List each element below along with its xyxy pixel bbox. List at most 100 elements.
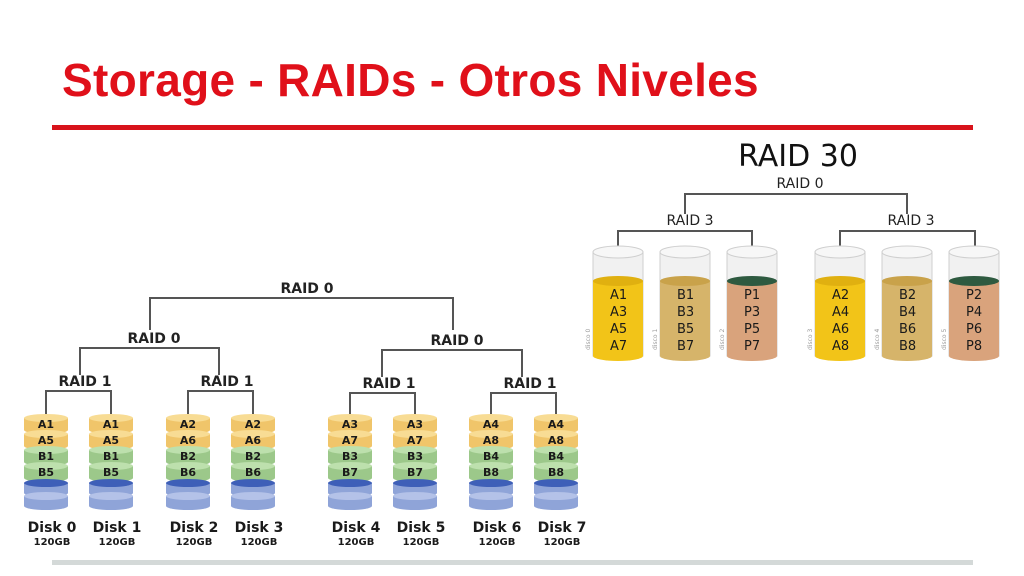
platter-top xyxy=(469,462,513,470)
disk-fill-top xyxy=(727,276,777,286)
empty-platter-top xyxy=(166,479,210,487)
block-label: B1 xyxy=(103,450,119,463)
block-label: B8 xyxy=(548,466,564,479)
disk-top xyxy=(881,245,933,259)
disk-size: 120GB xyxy=(544,537,581,548)
disk-fill-top xyxy=(593,276,643,286)
block-label: B3 xyxy=(407,450,423,463)
disk-name: Disk 6 xyxy=(473,520,522,536)
platter-top xyxy=(24,414,68,422)
block-label: A8 xyxy=(483,434,499,447)
raid100-top-label: RAID 0 xyxy=(280,281,333,297)
block-label: A5 xyxy=(610,322,627,337)
block-label: P4 xyxy=(966,305,982,320)
block-label: A4 xyxy=(548,418,565,431)
empty-platter xyxy=(24,496,68,506)
block-label: A1 xyxy=(610,288,627,303)
platter-top xyxy=(231,430,275,438)
block-label: B1 xyxy=(38,450,54,463)
block-label: P7 xyxy=(744,339,760,354)
empty-platter xyxy=(24,483,68,493)
disk-size: 120GB xyxy=(241,537,278,548)
raid100-connector-pair-3 xyxy=(349,392,416,414)
block-label: B4 xyxy=(548,450,564,463)
raid30-diagram: RAID 30 RAID 0 RAID 3 RAID 3 A1A3A5A7dis… xyxy=(585,139,1000,361)
platter-top xyxy=(469,430,513,438)
block-label: B8 xyxy=(483,466,499,479)
disk-top xyxy=(726,245,778,259)
platter-top xyxy=(393,446,437,454)
empty-platter xyxy=(166,483,210,493)
raid100-diagram: RAID 0 RAID 0 RAID 0 RAID 1 RAID 1 RAID … xyxy=(24,281,586,548)
disk-name: Disk 4 xyxy=(332,520,381,536)
disk-top xyxy=(592,245,644,259)
empty-platter xyxy=(231,483,275,493)
disk-size: 120GB xyxy=(99,537,136,548)
raid30-heading: RAID 30 xyxy=(738,139,858,174)
block-label: B2 xyxy=(899,288,916,303)
block-label: A3 xyxy=(610,305,627,320)
platter-top xyxy=(469,446,513,454)
platter-top xyxy=(328,462,372,470)
disk-fill xyxy=(815,281,865,356)
raid30-top-label: RAID 0 xyxy=(776,176,823,192)
platter-top xyxy=(231,446,275,454)
empty-platter-top xyxy=(328,492,372,500)
block-label: A5 xyxy=(103,434,119,447)
platter-top xyxy=(89,446,133,454)
empty-platter-bottom xyxy=(231,502,275,510)
empty-platter-top xyxy=(328,479,372,487)
block-label: A1 xyxy=(103,418,119,431)
platter-top xyxy=(231,414,275,422)
block-label: B6 xyxy=(180,466,196,479)
platter-top xyxy=(393,430,437,438)
block-label: B7 xyxy=(342,466,358,479)
disk-size: 120GB xyxy=(34,537,71,548)
disk-fill xyxy=(727,281,777,356)
empty-platter xyxy=(328,496,372,506)
block-label: B5 xyxy=(103,466,119,479)
raid30-connector-group-1 xyxy=(617,230,753,248)
empty-platter xyxy=(231,496,275,506)
block-label: A6 xyxy=(832,322,849,337)
page-title: Storage - RAIDs - Otros Niveles xyxy=(62,54,759,106)
empty-platter-top xyxy=(89,479,133,487)
platter-top xyxy=(24,446,68,454)
raid100-connector-pair-4 xyxy=(490,392,557,414)
block-label: B8 xyxy=(899,339,916,354)
block-label: A2 xyxy=(832,288,849,303)
title-underline xyxy=(52,125,973,130)
disk-bottom xyxy=(949,351,999,361)
empty-platter xyxy=(89,483,133,493)
platter-top xyxy=(393,462,437,470)
block-label: A3 xyxy=(407,418,423,431)
footer-bar xyxy=(52,560,973,565)
block-label: P5 xyxy=(744,322,760,337)
block-label: B7 xyxy=(407,466,423,479)
block-label: B5 xyxy=(677,322,694,337)
platter-top xyxy=(328,430,372,438)
empty-platter-top xyxy=(469,479,513,487)
empty-platter xyxy=(469,483,513,493)
disk-name: Disk 5 xyxy=(397,520,446,536)
disk-size: 120GB xyxy=(176,537,213,548)
raid100-mid-label-1: RAID 0 xyxy=(127,331,180,347)
disk-top xyxy=(659,245,711,259)
platter-top xyxy=(534,414,578,422)
disk-side-label: disco 5 xyxy=(941,329,948,350)
empty-platter-top xyxy=(534,492,578,500)
block-label: A8 xyxy=(548,434,564,447)
block-label: A4 xyxy=(483,418,500,431)
disk-top xyxy=(814,245,866,259)
empty-platter-top xyxy=(24,492,68,500)
disk-fill-top xyxy=(949,276,999,286)
